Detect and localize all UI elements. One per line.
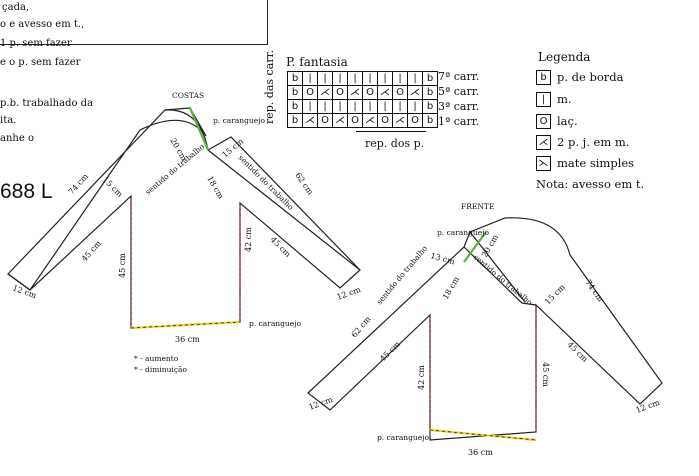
costas-measure-45-left: 45 cm: [80, 239, 104, 264]
costas-measure-45-right: 45 cm: [269, 235, 293, 259]
legend-symbol: |: [536, 92, 551, 107]
costas-aumento-note: * - aumento: [134, 354, 179, 363]
grid-cell: b: [422, 113, 438, 128]
row-label: 7ª carr.: [438, 70, 480, 83]
costas-measure-15-left: 15 cm: [101, 175, 125, 199]
frente-title: FRENTE: [461, 202, 494, 211]
costas-diminuicao-note: * - diminuição: [134, 365, 187, 374]
grid-cell: b: [287, 113, 303, 128]
costas-sentido-2: sentido do trabalho: [237, 153, 296, 212]
legend-text: mate simples: [557, 156, 635, 170]
costas-left-sleeve-outline: [7, 107, 207, 291]
frente-measure-45-center: 45 cm: [541, 362, 550, 387]
legend-symbol: ⋌: [536, 135, 551, 150]
frente-measure-45-left: 45 cm: [378, 339, 402, 363]
frente-measure-36: 36 cm: [468, 448, 493, 457]
frente-sentido-2: sentido do trabalho: [472, 253, 535, 308]
legend-symbol: O: [536, 114, 551, 129]
frente-outline: [307, 217, 663, 441]
grid-cell: ⋌: [392, 113, 408, 128]
grid-cell: O: [407, 113, 423, 128]
row-label: 3ª carr.: [438, 100, 480, 113]
costas-schematic: COSTAS p. caranguejo p. caranguejo 74 cm…: [7, 91, 362, 374]
costas-left-cuff: [7, 273, 31, 291]
legend-text: p. de borda: [557, 70, 624, 84]
costas-caranguejo-bottom: p. caranguejo: [249, 319, 302, 328]
costas-measure-36: 36 cm: [175, 335, 200, 344]
costas-right-sleeve-outline: [207, 136, 361, 271]
costas-yoke-green: [188, 107, 210, 151]
row-label: 1ª carr.: [438, 115, 480, 128]
costas-measure-62: 62 cm: [293, 171, 315, 197]
frente-caranguejo-bottom: p. caranguejo: [377, 433, 430, 442]
frente-measure-15: 15 cm: [543, 282, 567, 306]
frente-measure-12-right: 12 cm: [635, 398, 662, 415]
rep-dos-p-label: rep. dos p.: [365, 137, 425, 150]
costas-measure-74: 74 cm: [67, 172, 91, 197]
instruction-line: çada,: [2, 2, 30, 13]
frente-hem-yellow: [429, 428, 537, 442]
instruction-line: p.b. trabalhado da: [0, 98, 94, 109]
instruction-line: 1 p. sem fazer: [0, 38, 72, 49]
legend-symbol: ⋋: [536, 156, 551, 171]
costas-hem-dash: [130, 321, 241, 329]
row-label: 5ª carr.: [438, 85, 480, 98]
legend-title: Legenda: [538, 50, 591, 64]
costas-measure-18: 18 cm: [205, 175, 225, 201]
frente-yoke-green: [463, 231, 487, 263]
pattern-code: 688 L: [0, 180, 53, 203]
legend-text: 2 p. j. em m.: [557, 135, 630, 149]
instruction-frame: [0, 0, 268, 45]
frente-measure-18: 18 cm: [441, 275, 461, 301]
frente-caranguejo-top: p. caranguejo: [437, 228, 490, 237]
legend-note: Nota: avesso em t.: [536, 177, 645, 191]
legend-text: laç.: [557, 114, 578, 128]
frente-schematic: FRENTE p. caranguejo p. caranguejo 62 cm…: [307, 202, 663, 457]
grid-row: b||||||||b: [287, 99, 438, 114]
costas-title: COSTAS: [172, 91, 204, 100]
rep-bracket: [356, 131, 426, 132]
instruction-line: e o p. sem fazer: [0, 57, 81, 68]
instruction-line: o e avesso em t.,: [0, 19, 85, 30]
costas-measure-42: 42 cm: [244, 227, 253, 252]
instruction-line: ita.: [0, 115, 17, 126]
frente-sentido-1: sentido do trabalho: [375, 243, 430, 306]
legend-symbol: b: [536, 70, 551, 85]
costas-measure-45-center: 45 cm: [118, 253, 127, 278]
legend-text: m.: [557, 92, 572, 106]
frente-yoke-line: [469, 231, 526, 303]
frente-measure-13: 13 cm: [429, 251, 456, 266]
fantasia-title: P. fantasia: [286, 55, 348, 69]
grid-cell: b: [422, 99, 438, 114]
frente-inner-yoke: [463, 246, 537, 306]
frente-measure-42: 42 cm: [417, 365, 426, 390]
frente-measure-74: 74 cm: [583, 278, 605, 304]
costas-caranguejo-top: p. caranguejo: [213, 116, 266, 125]
instruction-line: anhe o: [0, 133, 34, 144]
grid-cell: b: [422, 85, 438, 100]
